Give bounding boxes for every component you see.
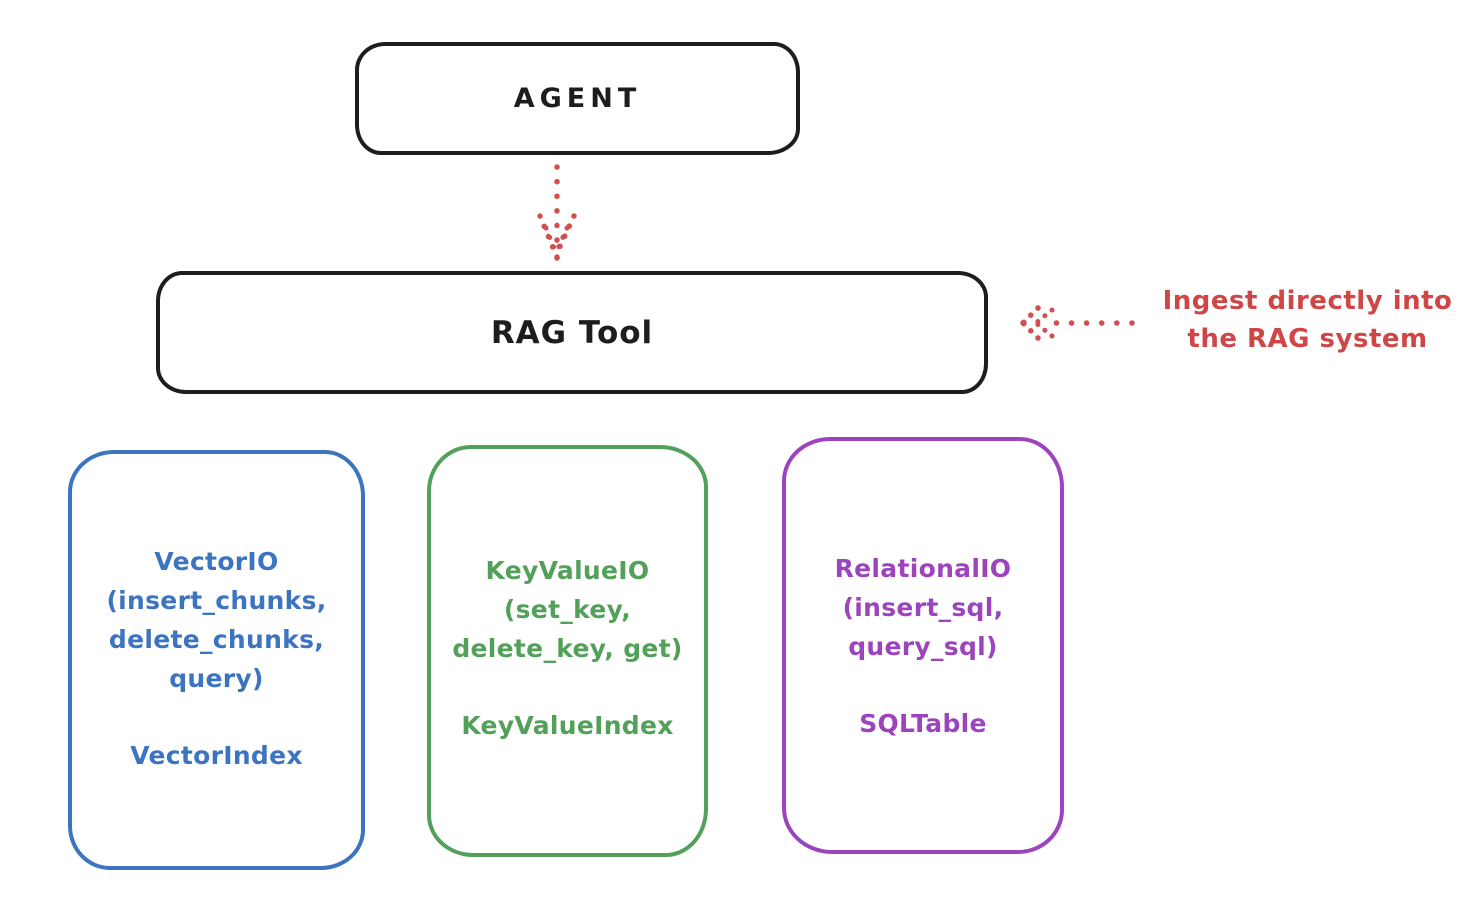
card-line: KeyValueIO xyxy=(485,556,650,585)
card-line: query_sql) xyxy=(848,632,998,661)
card-line: delete_chunks, xyxy=(108,625,325,654)
agent-label: AGENT xyxy=(513,83,642,114)
ingest-annotation-line: Ingest directly into xyxy=(1162,286,1453,316)
card-line: (insert_sql, xyxy=(842,593,1004,622)
card-line: RelationalIO xyxy=(834,554,1012,583)
keyvalue-io-text: KeyValueIO (set_key, delete_key, get) xyxy=(431,551,704,668)
sql-table-label: SQLTable xyxy=(859,709,987,738)
card-line: (insert_chunks, xyxy=(106,586,327,615)
vector-io-card: VectorIO (insert_chunks, delete_chunks, … xyxy=(68,450,365,870)
agent-node: AGENT xyxy=(355,42,800,155)
rag-tool-node: RAG Tool xyxy=(156,271,988,394)
card-line: (set_key, xyxy=(503,595,632,624)
vector-index-label: VectorIndex xyxy=(130,741,303,770)
card-line: delete_key, get) xyxy=(452,634,683,663)
vector-io-text: VectorIO (insert_chunks, delete_chunks, … xyxy=(72,542,361,698)
keyvalue-index-label: KeyValueIndex xyxy=(461,711,674,740)
ingest-annotation: Ingest directly into the RAG system xyxy=(1140,282,1475,358)
ingest-annotation-line: the RAG system xyxy=(1187,324,1428,354)
relational-io-text: RelationalIO (insert_sql, query_sql) xyxy=(786,549,1060,666)
card-line: query) xyxy=(169,664,264,693)
keyvalue-io-card: KeyValueIO (set_key, delete_key, get) Ke… xyxy=(427,445,708,857)
rag-tool-label: RAG Tool xyxy=(490,314,654,351)
relational-io-card: RelationalIO (insert_sql, query_sql) SQL… xyxy=(782,437,1064,854)
left-dotted-arrow-icon xyxy=(1020,305,1135,341)
down-dotted-arrow-icon xyxy=(537,164,577,261)
card-line: VectorIO xyxy=(154,547,279,576)
